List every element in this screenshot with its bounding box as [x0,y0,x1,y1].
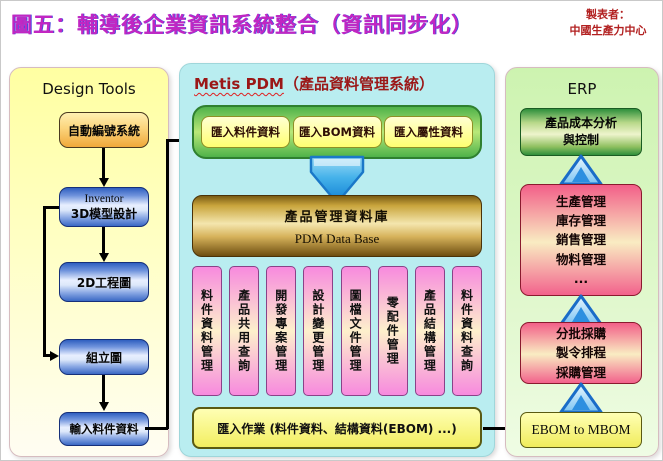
creator-label: 製表者： 中國生產力中心 [560,7,656,39]
elbow-line [43,206,59,209]
up-arrow-icon [559,382,603,414]
module-drawing-doc-mgmt: 圖檔文件管理 [340,266,371,396]
module-label: 產品共用查詢 [236,289,251,373]
arrow-down-icon [98,178,109,187]
auto-numbering-box: 自動編號系統 [59,112,149,148]
assembly-label: 組立圖 [85,350,122,365]
arrow-line [102,375,105,403]
pdm-modules-row: 料件資料管理 產品共用查詢 開發專案管理 設計變更管理 圖檔文件管理 零配件管理… [192,266,482,396]
module-design-change-mgmt: 設計變更管理 [303,266,334,396]
connector-line [166,139,169,429]
inventor-3d-box: Inventor 3D模型設計 [59,187,149,227]
pdm-title-en: Metis PDM [194,75,284,93]
erp-purchase-line: 分批採購 [555,325,606,341]
module-label: 料件資料管理 [199,289,214,373]
pdm-panel: Metis PDM（產品資料管理系統） 匯入料件資料 匯入BOM資料 匯入屬性資… [179,63,495,457]
ebom-to-mbom-label: EBOM to MBOM [531,422,631,437]
creator-line1: 製表者： [586,8,630,21]
module-parts-data-mgmt: 料件資料管理 [192,266,222,396]
erp-mgmt-line: 生產管理 [555,193,606,209]
design-tools-label: Design Tools [42,80,136,98]
erp-mgmt-box: 生產管理 庫存管理 銷售管理 物料管理 ... [520,184,642,296]
connector-line [145,427,168,430]
module-spare-parts-mgmt: 零配件管理 [377,266,408,396]
import-parts-box: 匯入料件資料 [201,116,290,148]
erp-mgmt-line: 銷售管理 [555,232,606,248]
arrow-line [102,227,105,254]
down-funnel-arrow-icon [309,155,365,205]
connector-line [483,427,510,430]
pdm-database-label-zh: 產品管理資料庫 [284,209,390,225]
erp-mgmt-ellipsis: ... [573,271,589,287]
import-job-box: 匯入作業 (料件資料、結構資料(EBOM) ...) [192,407,482,449]
import-parts-label: 匯入料件資料 [211,125,280,139]
arrow-line [102,148,105,179]
cost-analysis-box: 產品成本分析 與控制 [520,108,642,156]
input-parts-label: 輸入料件資料 [69,422,139,436]
input-parts-box: 輸入料件資料 [59,412,149,446]
arrow-down-icon [98,402,109,411]
pdm-database-label-en: PDM Data Base [294,230,380,246]
module-label: 零配件管理 [385,296,400,366]
erp-label: ERP [567,80,597,98]
erp-mgmt-line: 庫存管理 [555,212,606,228]
pdm-title-zh: （產品資料管理系統） [283,75,434,93]
ebom-to-mbom-box: EBOM to MBOM [520,412,642,448]
cost-analysis-line2: 與控制 [562,133,599,147]
module-product-shared-query: 產品共用查詢 [229,266,260,396]
module-label: 開發專案管理 [273,289,288,373]
import-attr-box: 匯入屬性資料 [384,116,473,148]
module-dev-project-mgmt: 開發專案管理 [266,266,297,396]
inventor-label-zh: 3D模型設計 [70,206,138,221]
module-label: 產品結構管理 [422,289,437,373]
erp-purchase-line: 製令排程 [555,345,606,361]
elbow-line [43,206,46,356]
erp-mgmt-line: 物料管理 [555,251,606,267]
creator-line2: 中國生產力中心 [569,23,647,37]
assembly-box: 組立圖 [59,339,149,375]
page-title: 圖五：輔導後企業資訊系統整合（資訊同步化） [11,12,473,37]
pdm-database-box: 產品管理資料庫 PDM Data Base [192,195,482,257]
module-product-structure-mgmt: 產品結構管理 [414,266,445,396]
pdm-import-group: 匯入料件資料 匯入BOM資料 匯入屬性資料 [192,105,482,159]
cost-analysis-line1: 產品成本分析 [544,115,617,130]
erp-purchase-line: 採購管理 [555,364,606,380]
import-attr-label: 匯入屬性資料 [394,125,463,139]
design-tools-panel: Design Tools 自動編號系統 Inventor 3D模型設計 2D工程… [9,67,169,457]
erp-purchase-box: 分批採購 製令排程 採購管理 [520,322,642,384]
module-label: 料件資料查詢 [459,289,474,373]
elbow-line [43,354,51,357]
module-label: 設計變更管理 [310,289,325,373]
2d-drawing-label: 2D工程圖 [76,275,132,290]
import-bom-box: 匯入BOM資料 [292,116,382,148]
module-label: 圖檔文件管理 [348,289,363,373]
auto-numbering-label: 自動編號系統 [67,123,140,138]
2d-drawing-box: 2D工程圖 [59,262,149,302]
pdm-panel-title: Metis PDM（產品資料管理系統） [194,73,434,94]
module-parts-data-query: 料件資料查詢 [451,266,482,396]
erp-panel: ERP 產品成本分析 與控制 生產管理 庫存管理 銷售管理 物料管理 ... 分… [505,67,659,457]
connector-line [166,139,185,142]
arrow-right-icon [50,350,59,361]
up-arrow-icon [559,154,603,186]
import-job-label: 匯入作業 (料件資料、結構資料(EBOM) ...) [217,421,457,436]
inventor-label-en: Inventor [84,192,124,205]
import-bom-label: 匯入BOM資料 [299,125,375,139]
arrow-down-icon [98,253,109,262]
